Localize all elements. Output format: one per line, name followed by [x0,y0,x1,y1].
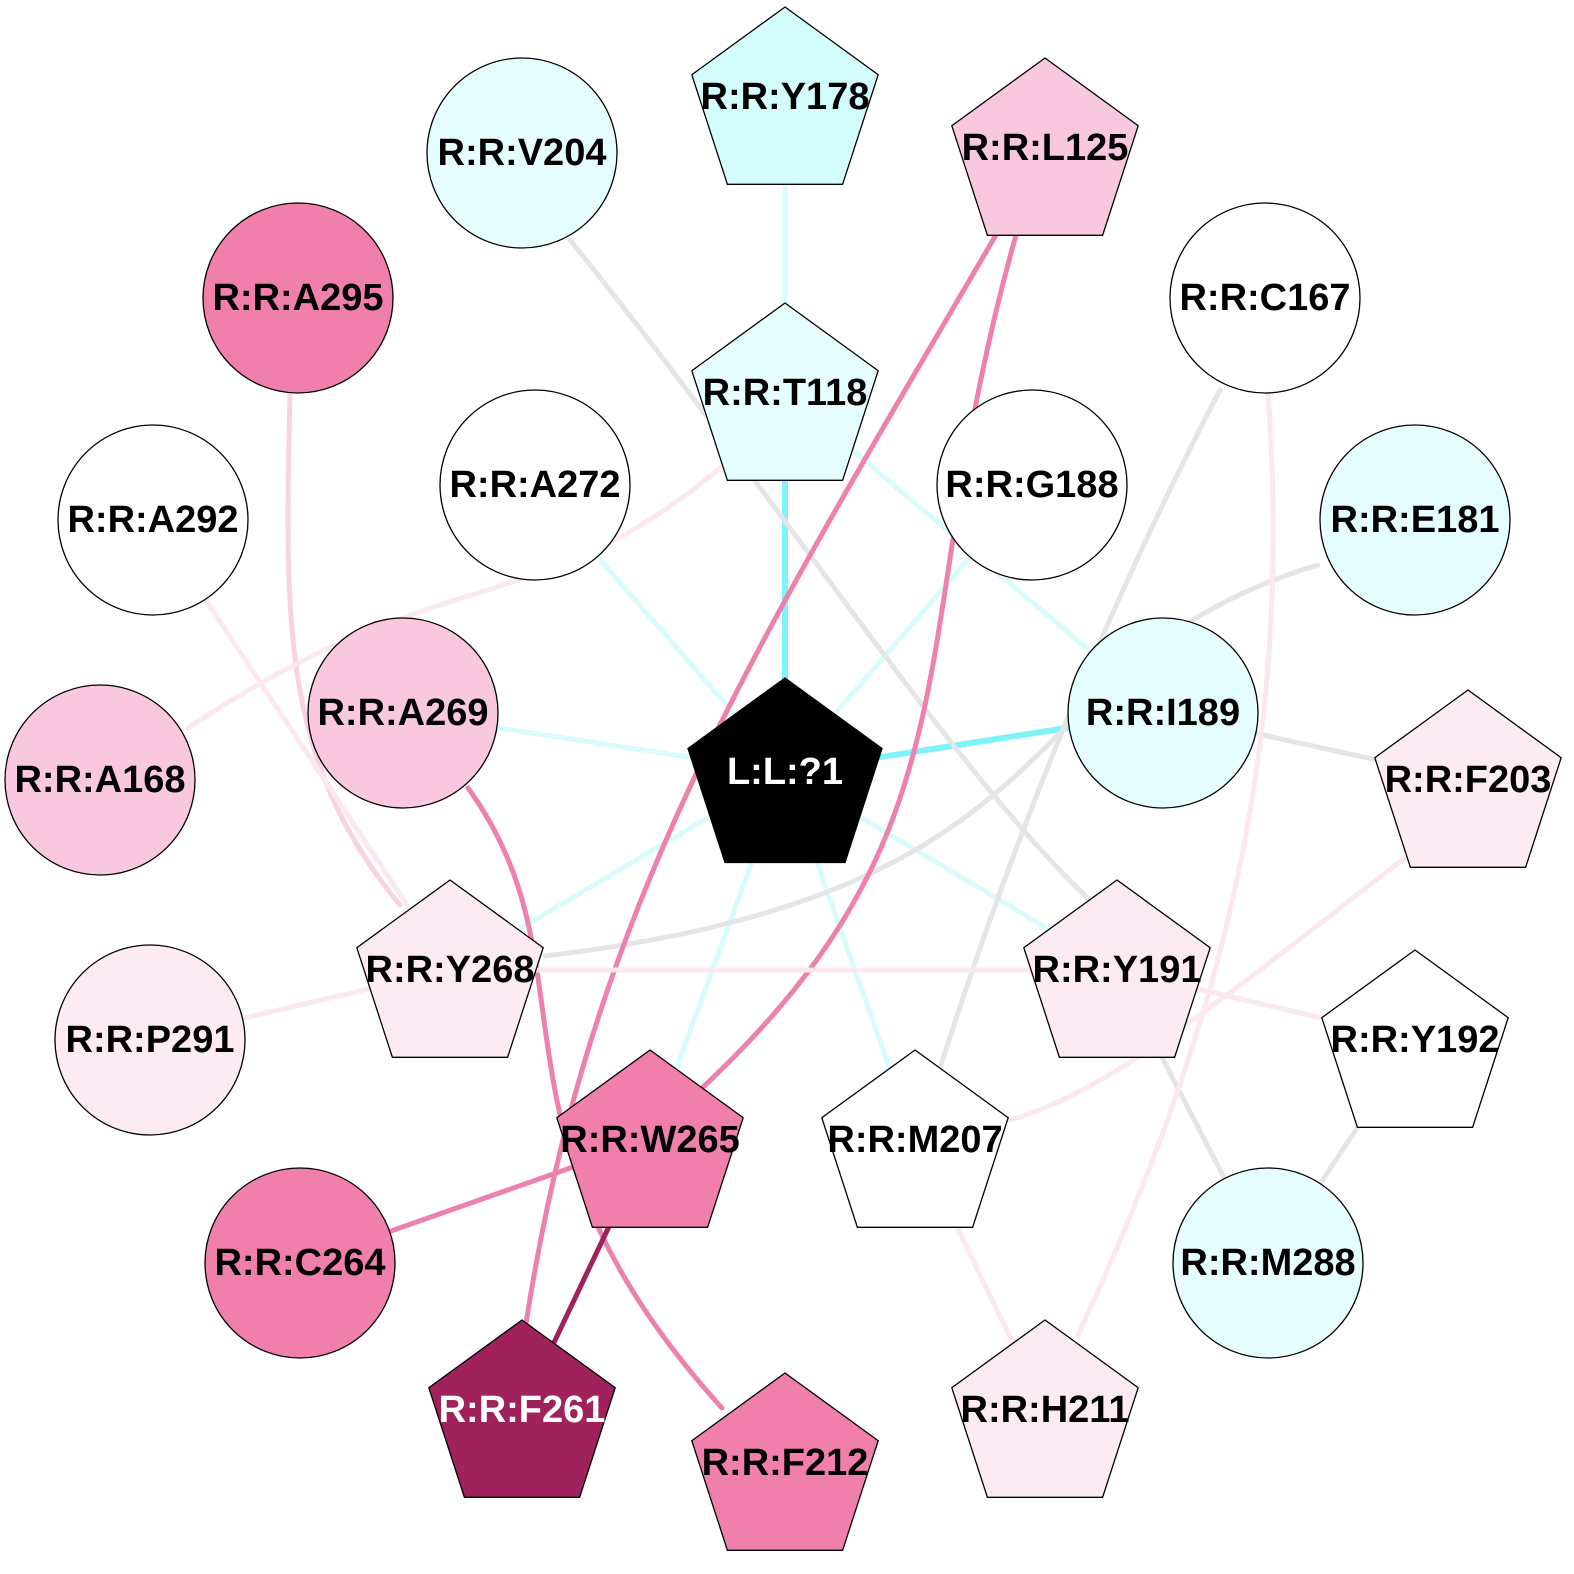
edge-c167-h211 [1075,390,1276,1338]
node-g188-label: R:R:G188 [945,464,1118,506]
node-e181-circle [1319,424,1511,616]
node-a272-label: R:R:A272 [449,464,620,506]
node-l1-pentagon [687,677,883,864]
node-a295-label: R:R:A295 [212,277,383,319]
node-a292-circle [57,424,249,616]
node-c167-circle [1169,202,1361,394]
node-f212[interactable]: R:R:F212 [691,1372,879,1551]
node-f261-pentagon [428,1319,616,1498]
node-y178[interactable]: R:R:Y178 [691,6,879,185]
node-w265-pentagon [556,1049,744,1228]
node-l125-pentagon [951,57,1139,236]
node-e181-label: R:R:E181 [1331,499,1500,541]
node-l1-label: L:L:?1 [727,751,843,793]
node-f203[interactable]: R:R:F203 [1374,689,1562,868]
node-t118-label: R:R:T118 [703,372,868,414]
node-a272[interactable]: R:R:A272 [439,389,631,581]
node-v204-circle [426,57,618,249]
node-y191-label: R:R:Y191 [1033,949,1202,991]
node-f212-pentagon [691,1372,879,1551]
node-p291-label: R:R:P291 [66,1019,235,1061]
node-y192-label: R:R:Y192 [1331,1019,1500,1061]
node-l1[interactable]: L:L:?1 [687,677,883,864]
node-a269-label: R:R:A269 [317,692,488,734]
node-v204[interactable]: R:R:V204 [426,57,618,249]
node-a168-circle [4,684,196,876]
node-i189[interactable]: R:R:I189 [1067,617,1259,809]
node-a292-label: R:R:A292 [67,499,238,541]
edge-f203-m207 [1007,855,1408,1123]
node-m207-label: R:R:M207 [827,1119,1002,1161]
node-g188-circle [936,389,1128,581]
edge-l125-w265 [697,225,1021,1093]
node-f212-label: R:R:F212 [702,1442,869,1484]
node-m288-label: R:R:M288 [1180,1242,1355,1284]
node-m207[interactable]: R:R:M207 [821,1049,1009,1228]
node-y191[interactable]: R:R:Y191 [1023,879,1211,1058]
node-h211-pentagon [951,1319,1139,1498]
node-a168-label: R:R:A168 [14,759,185,801]
edge-e181-y268 [542,562,1321,959]
node-a295[interactable]: R:R:A295 [202,202,394,394]
node-v204-label: R:R:V204 [438,132,607,174]
node-y178-pentagon [691,6,879,185]
node-t118[interactable]: R:R:T118 [691,302,879,481]
node-t118-pentagon [691,302,879,481]
edge-v204-y191 [567,237,1093,903]
node-f203-pentagon [1374,689,1562,868]
node-f203-label: R:R:F203 [1385,759,1552,801]
node-f261-label: R:R:F261 [439,1389,606,1431]
node-i189-label: R:R:I189 [1086,692,1240,734]
node-c167[interactable]: R:R:C167 [1169,202,1361,394]
node-y268-label: R:R:Y268 [366,949,535,991]
node-c264-label: R:R:C264 [214,1242,385,1284]
node-m288-circle [1172,1167,1364,1359]
node-c167-label: R:R:C167 [1179,277,1350,319]
node-l125-label: R:R:L125 [962,127,1129,169]
node-g188[interactable]: R:R:G188 [936,389,1128,581]
node-m288[interactable]: R:R:M288 [1172,1167,1364,1359]
edge-a295-y268 [285,390,403,908]
edge-a168-t118 [185,465,723,731]
node-p291-circle [54,944,246,1136]
node-l125[interactable]: R:R:L125 [951,57,1139,236]
node-a295-circle [202,202,394,394]
node-y268[interactable]: R:R:Y268 [356,879,544,1058]
edge-a269-f212 [465,785,725,1411]
node-a168[interactable]: R:R:A168 [4,684,196,876]
node-m207-pentagon [821,1049,1009,1228]
node-a292[interactable]: R:R:A292 [57,424,249,616]
node-c264[interactable]: R:R:C264 [204,1167,396,1359]
node-y178-label: R:R:Y178 [701,76,870,118]
node-h211-label: R:R:H211 [961,1389,1130,1431]
node-i189-circle [1067,617,1259,809]
node-w265-label: R:R:W265 [560,1119,739,1161]
node-y191-pentagon [1023,879,1211,1058]
node-y192-pentagon [1321,949,1509,1128]
node-y192[interactable]: R:R:Y192 [1321,949,1509,1128]
node-e181[interactable]: R:R:E181 [1319,424,1511,616]
node-c264-circle [204,1167,396,1359]
node-p291[interactable]: R:R:P291 [54,944,246,1136]
node-a269-circle [307,617,499,809]
node-w265[interactable]: R:R:W265 [556,1049,744,1228]
edge-c167-m207 [937,387,1223,1071]
node-a272-circle [439,389,631,581]
node-h211[interactable]: R:R:H211 [951,1319,1139,1498]
node-f261[interactable]: R:R:F261 [428,1319,616,1498]
node-y268-pentagon [356,879,544,1058]
node-a269[interactable]: R:R:A269 [307,617,499,809]
